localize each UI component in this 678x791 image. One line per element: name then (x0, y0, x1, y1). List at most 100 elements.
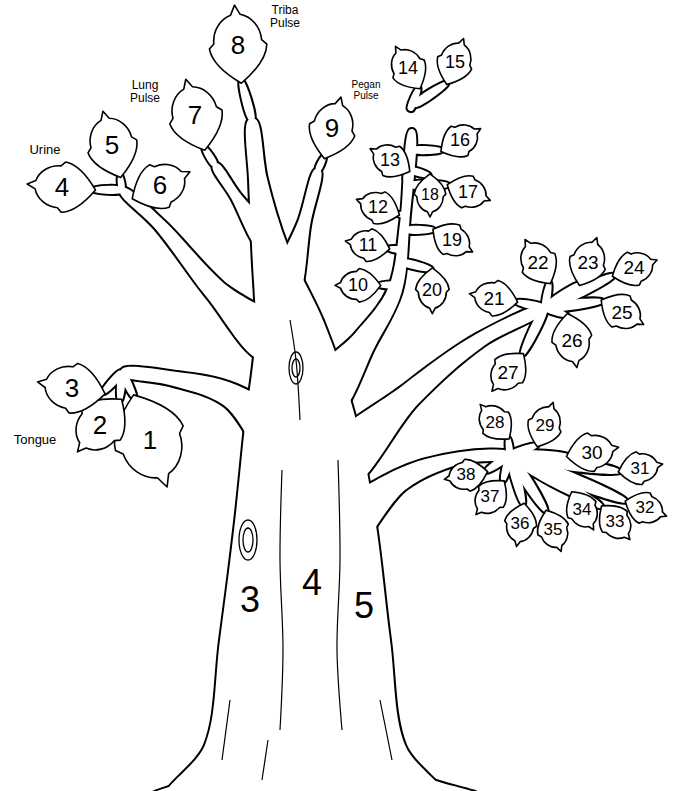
leaf-shape (547, 310, 596, 371)
leaf-shape (478, 342, 537, 403)
callout-number: 32 (636, 499, 655, 516)
branch (508, 454, 548, 513)
leaf-shape (589, 495, 642, 549)
leaf-shape (563, 428, 622, 475)
leaf: 21 (469, 273, 519, 323)
callout-number: 11 (359, 236, 378, 254)
callout-number: 7 (188, 102, 202, 128)
leaf-shape (122, 150, 200, 219)
callout-number: 26 (561, 331, 582, 350)
leaf-shape (606, 243, 663, 292)
callout-number: 24 (623, 258, 644, 277)
callout-number: 6 (153, 172, 167, 198)
leaf-shape (350, 183, 405, 230)
part-label: Tongue (14, 433, 57, 447)
leaf: 11 (345, 222, 391, 268)
leaf: 24 (610, 244, 659, 293)
branch (278, 763, 319, 791)
branch (401, 259, 433, 271)
callout-number: 25 (611, 303, 632, 322)
callout-number: 35 (544, 521, 563, 538)
knot (289, 352, 303, 384)
bark-line (222, 700, 230, 760)
leaf-shape (25, 159, 98, 215)
callout-number: 38 (457, 466, 476, 483)
leaf-shape (361, 134, 417, 186)
branch (120, 188, 289, 360)
branch (521, 307, 548, 356)
trunk-number: 5 (354, 586, 374, 626)
callout-number: 31 (631, 460, 650, 477)
part-label: Triba Pulse (265, 4, 305, 30)
leaf-shape (592, 284, 652, 340)
knot (292, 359, 300, 377)
callout-number: 36 (511, 515, 530, 532)
leaf-shape (521, 397, 570, 453)
callout-number: 19 (442, 231, 462, 249)
leaf: 12 (355, 184, 402, 231)
callout-number: 3 (65, 375, 79, 401)
callout-number: 23 (577, 253, 598, 272)
branch (164, 119, 445, 791)
callout-number: 12 (368, 198, 388, 216)
leaf: 4 (27, 152, 97, 222)
leaf: 10 (335, 262, 382, 309)
leaf: 16 (437, 117, 484, 164)
leaf-shape (380, 37, 436, 97)
leaf: 29 (521, 401, 569, 449)
leaf: 18 (408, 173, 452, 217)
leaf-shape (468, 394, 522, 450)
callout-number: 21 (483, 289, 504, 308)
leaf-shape (159, 72, 230, 157)
callout-number: 15 (445, 53, 465, 71)
knots (239, 352, 303, 560)
leaf-shape (441, 169, 496, 216)
leaf: 35 (531, 508, 576, 553)
bark-line (280, 470, 283, 730)
part-label: Lung Pulse (125, 79, 165, 105)
callout-number: 10 (348, 276, 368, 294)
callout-number: 16 (450, 131, 470, 149)
branch (378, 281, 401, 288)
branch (411, 146, 443, 154)
branch-edge (411, 146, 443, 154)
leaf: 14 (383, 43, 433, 93)
callout-number: 8 (231, 32, 245, 58)
callout-number: 5 (105, 132, 119, 158)
leaf-shape (430, 32, 481, 90)
leaf-shape (33, 357, 109, 419)
branch (212, 163, 275, 250)
bark-line (380, 700, 392, 760)
leaf-shape (335, 268, 381, 302)
callout-number: 29 (536, 417, 555, 434)
branch (485, 453, 512, 473)
leaf: 25 (597, 287, 647, 337)
leaf-shape (530, 504, 575, 556)
leaf: 26 (544, 312, 600, 368)
leaf: 15 (430, 37, 480, 87)
callout-number: 33 (606, 513, 625, 530)
bark-line (262, 740, 268, 780)
leaf-shape (466, 276, 521, 320)
leaf: 19 (429, 217, 476, 264)
leaf-shape (79, 105, 145, 184)
branch (338, 727, 482, 791)
leaf-shape (424, 214, 480, 266)
leaf: 7 (158, 78, 233, 153)
leaf: 9 (300, 96, 365, 161)
trunk-number: 3 (240, 580, 260, 620)
leaf: 13 (367, 137, 414, 184)
branch (404, 226, 435, 234)
leaf-shape (615, 448, 665, 488)
branch (148, 728, 273, 791)
leaf-shape (562, 231, 615, 292)
branch-fills (92, 79, 627, 791)
branch-edge (404, 226, 435, 234)
callout-number: 1 (143, 427, 157, 453)
leaf-shape (342, 225, 392, 265)
bark-line (290, 320, 300, 420)
branch (269, 169, 322, 305)
callout-number: 28 (486, 414, 505, 431)
trunk-number: 4 (302, 563, 322, 603)
